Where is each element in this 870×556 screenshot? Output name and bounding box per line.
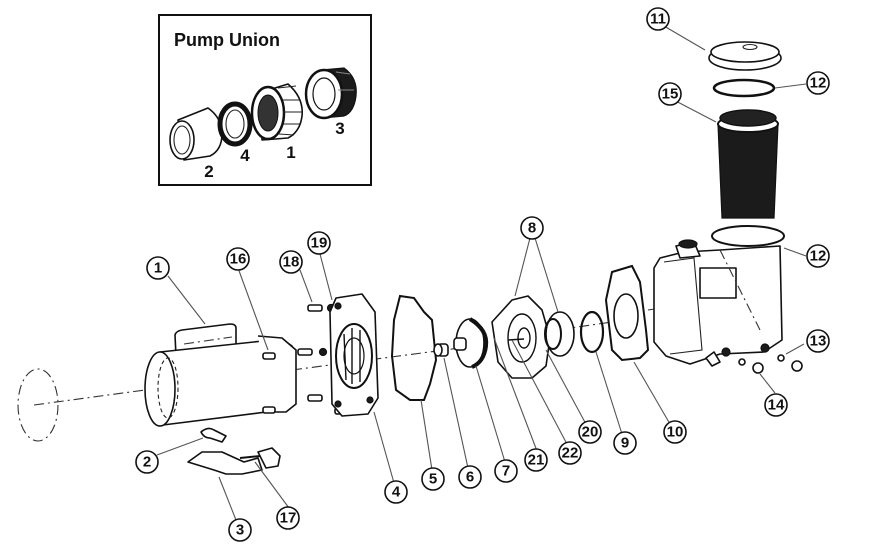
callout-3: 3 <box>228 518 252 542</box>
strainer-lid <box>708 41 782 71</box>
housing-lid-ring <box>711 225 785 247</box>
svg-text:1: 1 <box>154 260 162 277</box>
diffuser <box>491 295 551 379</box>
lid-o-ring <box>712 78 776 98</box>
svg-text:12: 12 <box>810 248 827 265</box>
callout-1: 1 <box>146 256 170 280</box>
svg-text:20: 20 <box>582 424 599 441</box>
svg-text:8: 8 <box>528 220 536 237</box>
leader-lines <box>156 25 807 521</box>
callout-6: 6 <box>458 465 482 489</box>
svg-text:5: 5 <box>429 471 437 488</box>
motor-stud-bottom <box>262 406 276 414</box>
inset-label-3: 3 <box>335 119 344 138</box>
o-ring <box>579 310 605 354</box>
impeller <box>453 317 489 369</box>
svg-text:7: 7 <box>502 463 510 480</box>
pump-housing <box>653 225 803 374</box>
callout-16: 16 <box>226 247 250 271</box>
gasket <box>390 294 438 401</box>
inset-label-1: 1 <box>286 143 295 162</box>
callout-5: 5 <box>421 467 445 491</box>
svg-text:16: 16 <box>230 251 247 268</box>
diffuser-seal <box>544 311 575 357</box>
motor <box>144 323 297 427</box>
svg-text:18: 18 <box>283 254 300 271</box>
motor-end-outline <box>17 368 59 442</box>
callout-21: 21 <box>524 448 548 472</box>
callout-19: 19 <box>307 231 331 255</box>
inset-label-2: 2 <box>204 162 213 181</box>
callout-9: 9 <box>613 431 637 455</box>
svg-text:6: 6 <box>466 469 474 486</box>
callout-15: 15 <box>658 82 682 106</box>
callout-13: 13 <box>806 329 830 353</box>
pump-union-inset: Pump Union <box>158 14 372 186</box>
callout-17: 17 <box>276 506 300 530</box>
strainer-basket <box>717 109 779 219</box>
callout-10: 10 <box>663 420 687 444</box>
callout-12-housing: 12 <box>806 244 830 268</box>
svg-text:4: 4 <box>392 484 401 501</box>
callout-11: 11 <box>646 7 670 31</box>
inset-title: Pump Union <box>174 30 280 50</box>
svg-text:19: 19 <box>311 235 328 252</box>
callout-22: 22 <box>558 441 582 465</box>
shaft-sleeve <box>433 343 449 357</box>
motor-base <box>187 447 281 475</box>
housing-window <box>699 267 737 299</box>
base-clamp <box>257 447 281 469</box>
union-o-ring <box>217 101 253 147</box>
callout-12-lid: 12 <box>806 71 830 95</box>
callout-18: 18 <box>279 250 303 274</box>
svg-text:3: 3 <box>236 522 244 539</box>
drain-plug <box>752 362 764 374</box>
svg-text:12: 12 <box>810 75 827 92</box>
callout-8: 8 <box>520 216 544 240</box>
callout-7: 7 <box>494 459 518 483</box>
svg-text:2: 2 <box>143 454 151 471</box>
union-tailpiece <box>169 107 223 161</box>
callout-20: 20 <box>578 420 602 444</box>
union-nut <box>250 83 304 141</box>
svg-text:13: 13 <box>810 333 827 350</box>
callout-14: 14 <box>764 393 788 417</box>
callout-4: 4 <box>384 480 408 504</box>
svg-text:10: 10 <box>667 424 684 441</box>
svg-text:9: 9 <box>621 435 629 452</box>
callout-2: 2 <box>135 450 159 474</box>
inset-label-4: 4 <box>240 146 250 165</box>
svg-text:15: 15 <box>662 86 679 103</box>
motor-stud-top <box>262 352 276 360</box>
union-adapter <box>304 67 357 120</box>
svg-text:14: 14 <box>768 397 785 414</box>
callouts: 1 2 3 4 5 6 7 8 9 10 11 12 12 13 14 15 1… <box>135 7 830 542</box>
seal-plate <box>329 293 379 417</box>
housing-gasket <box>604 264 650 362</box>
svg-text:22: 22 <box>562 445 579 462</box>
svg-text:11: 11 <box>650 11 666 28</box>
base-pad <box>200 427 227 443</box>
svg-text:17: 17 <box>280 510 297 527</box>
svg-text:21: 21 <box>528 452 545 469</box>
